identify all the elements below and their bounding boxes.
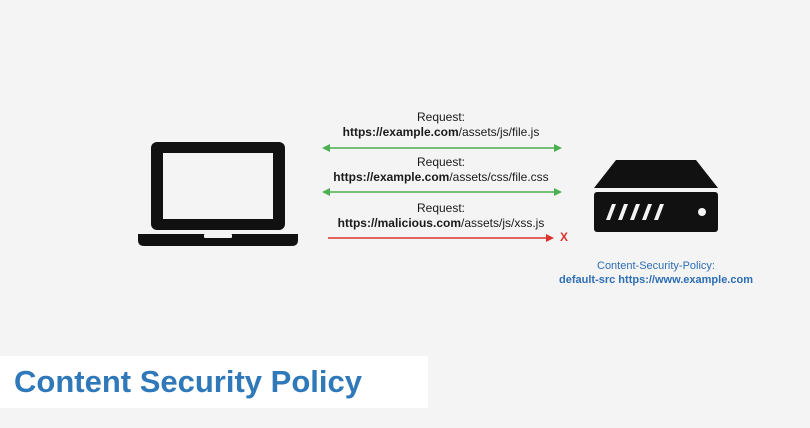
request-caption: Request: [416,201,466,215]
server-icon [594,160,718,232]
laptop-icon [138,142,298,246]
allowed-arrow-js [322,144,562,152]
request-caption: Request: [416,155,466,169]
request-label-css: Request: https://example.com/assets/css/… [311,155,571,185]
csp-header-value: default-src https://www.example.com [559,274,753,286]
csp-header-label: Content-Security-Policy: [597,260,715,272]
request-url: https://example.com/assets/js/file.js [311,125,571,140]
request-caption: Request: [416,110,466,124]
request-host: https://example.com [333,170,450,184]
request-path: /assets/css/file.css [449,170,549,184]
blocked-arrow-xss [328,234,554,242]
request-host: https://example.com [342,125,459,139]
blocked-x-icon: X [560,230,569,244]
page-title: Content Security Policy [14,364,362,399]
request-path: /assets/js/file.js [458,125,540,139]
request-url: https://example.com/assets/css/file.css [311,170,571,185]
allowed-arrow-css [322,188,562,196]
request-host: https://malicious.com [337,216,461,230]
request-path: /assets/js/xss.js [461,216,545,230]
request-label-js: Request: https://example.com/assets/js/f… [311,110,571,140]
request-url: https://malicious.com/assets/js/xss.js [311,216,571,231]
request-label-xss: Request: https://malicious.com/assets/js… [311,201,571,231]
csp-header: Content-Security-Policy: default-src htt… [546,259,766,287]
title-banner: Content Security Policy [0,356,428,408]
